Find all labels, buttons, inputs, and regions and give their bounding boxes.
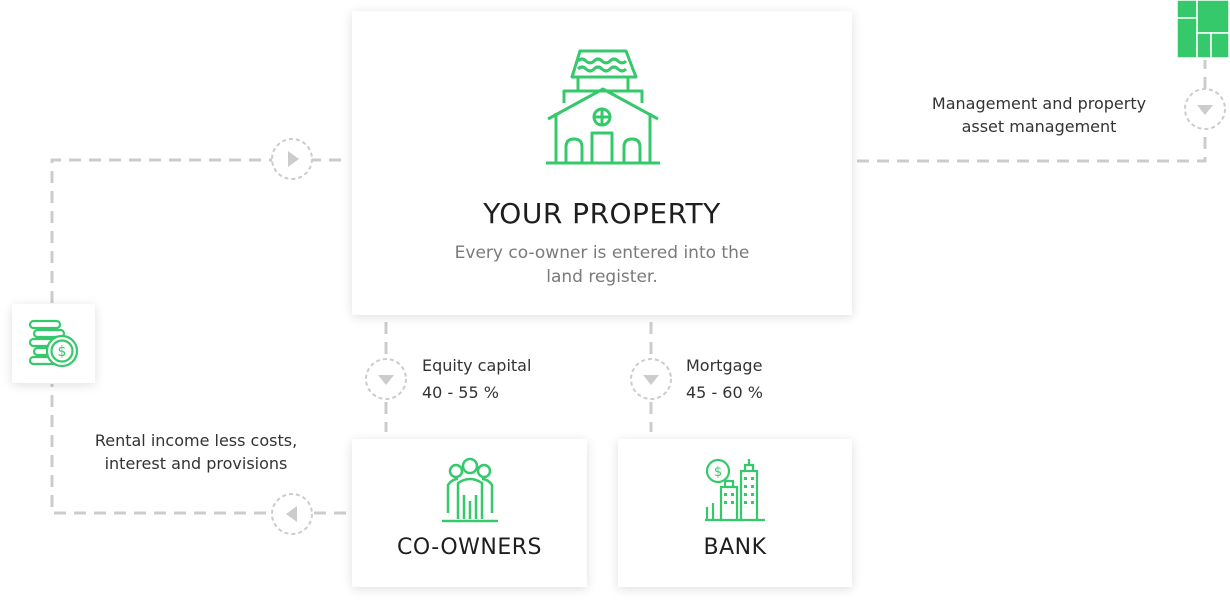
svg-text:$: $ bbox=[58, 344, 67, 360]
connector-coowners-to-income bbox=[50, 384, 346, 515]
house-icon bbox=[546, 49, 660, 165]
income-card: $ bbox=[12, 304, 95, 383]
bank-buildings-icon: $ bbox=[705, 458, 765, 522]
mortgage-value: 45 - 60 % bbox=[686, 383, 763, 402]
arrow-right-icon bbox=[288, 151, 299, 167]
svg-text:$: $ bbox=[714, 465, 722, 480]
connector-income-to-property bbox=[50, 158, 346, 303]
arrow-left-icon bbox=[286, 506, 297, 522]
equity-label: Equity capital bbox=[422, 356, 532, 375]
property-description: Every co-owner is entered into the land … bbox=[454, 243, 750, 287]
arrow-down-icon bbox=[1197, 105, 1213, 115]
arrow-down-icon bbox=[643, 375, 659, 385]
arrow-down-icon bbox=[378, 375, 394, 385]
connector-property-to-management bbox=[857, 60, 1207, 163]
corner-logo bbox=[1176, 0, 1230, 59]
coins-dollar-icon: $ bbox=[28, 319, 79, 368]
bank-title: BANK bbox=[703, 535, 767, 560]
mortgage-label: Mortgage bbox=[686, 356, 763, 375]
bank-card: $ BANK bbox=[618, 439, 852, 587]
property-card: YOUR PROPERTY Every co-owner is entered … bbox=[352, 11, 852, 315]
rental-income-label: Rental income less costs, interest and p… bbox=[94, 431, 298, 473]
people-group-icon bbox=[442, 457, 498, 523]
equity-value: 40 - 55 % bbox=[422, 383, 499, 402]
coowners-title: CO-OWNERS bbox=[396, 535, 543, 560]
property-title: YOUR PROPERTY bbox=[483, 197, 721, 230]
coowners-card: CO-OWNERS bbox=[352, 439, 587, 587]
management-label: Management and property asset management bbox=[931, 94, 1147, 136]
